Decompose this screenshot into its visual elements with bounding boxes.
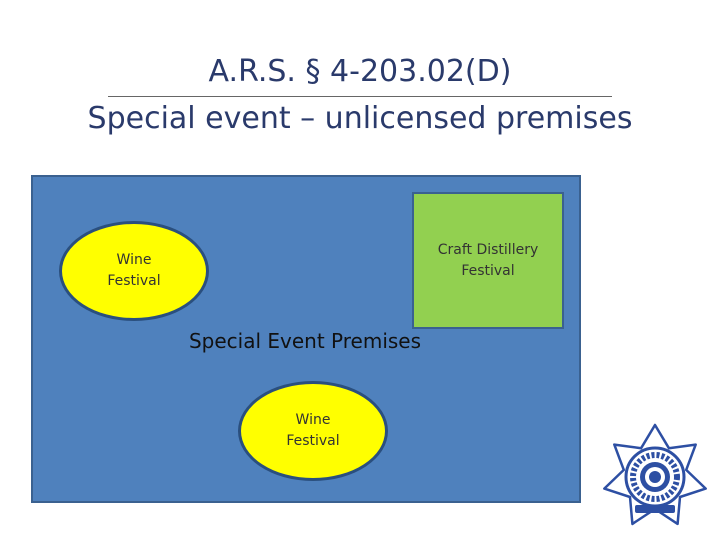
wine-festival-label-top: Wine Festival [107, 250, 160, 292]
wine-festival-bottom-line2: Festival [286, 433, 340, 449]
badge-graphic [603, 423, 707, 526]
wine-festival-bottom-line1: Wine [295, 412, 331, 428]
wine-festival-top-line1: Wine [116, 252, 152, 268]
badge-lettering-ring [630, 452, 680, 502]
craft-distillery-label: Craft Distillery Festival [438, 240, 539, 282]
badge-center-core [649, 471, 661, 483]
craft-distillery-festival-box: Craft Distillery Festival [412, 192, 564, 329]
slide-title-line-1: A.R.S. § 4-203.02(D) [208, 54, 512, 89]
wine-festival-ellipse-bottom: Wine Festival [238, 381, 388, 481]
seven-point-star-badge-icon [600, 422, 710, 532]
wine-festival-label-bottom: Wine Festival [286, 410, 339, 452]
special-event-premises-label: Special Event Premises [188, 329, 422, 353]
title-divider [108, 96, 612, 97]
craft-distillery-line2: Festival [461, 262, 515, 279]
wine-festival-ellipse-top: Wine Festival [59, 221, 209, 321]
slide-title-line-2: Special event – unlicensed premises [87, 101, 633, 136]
wine-festival-top-line2: Festival [107, 273, 161, 289]
craft-distillery-line1: Craft Distillery [437, 241, 539, 258]
badge-banner [635, 505, 675, 513]
